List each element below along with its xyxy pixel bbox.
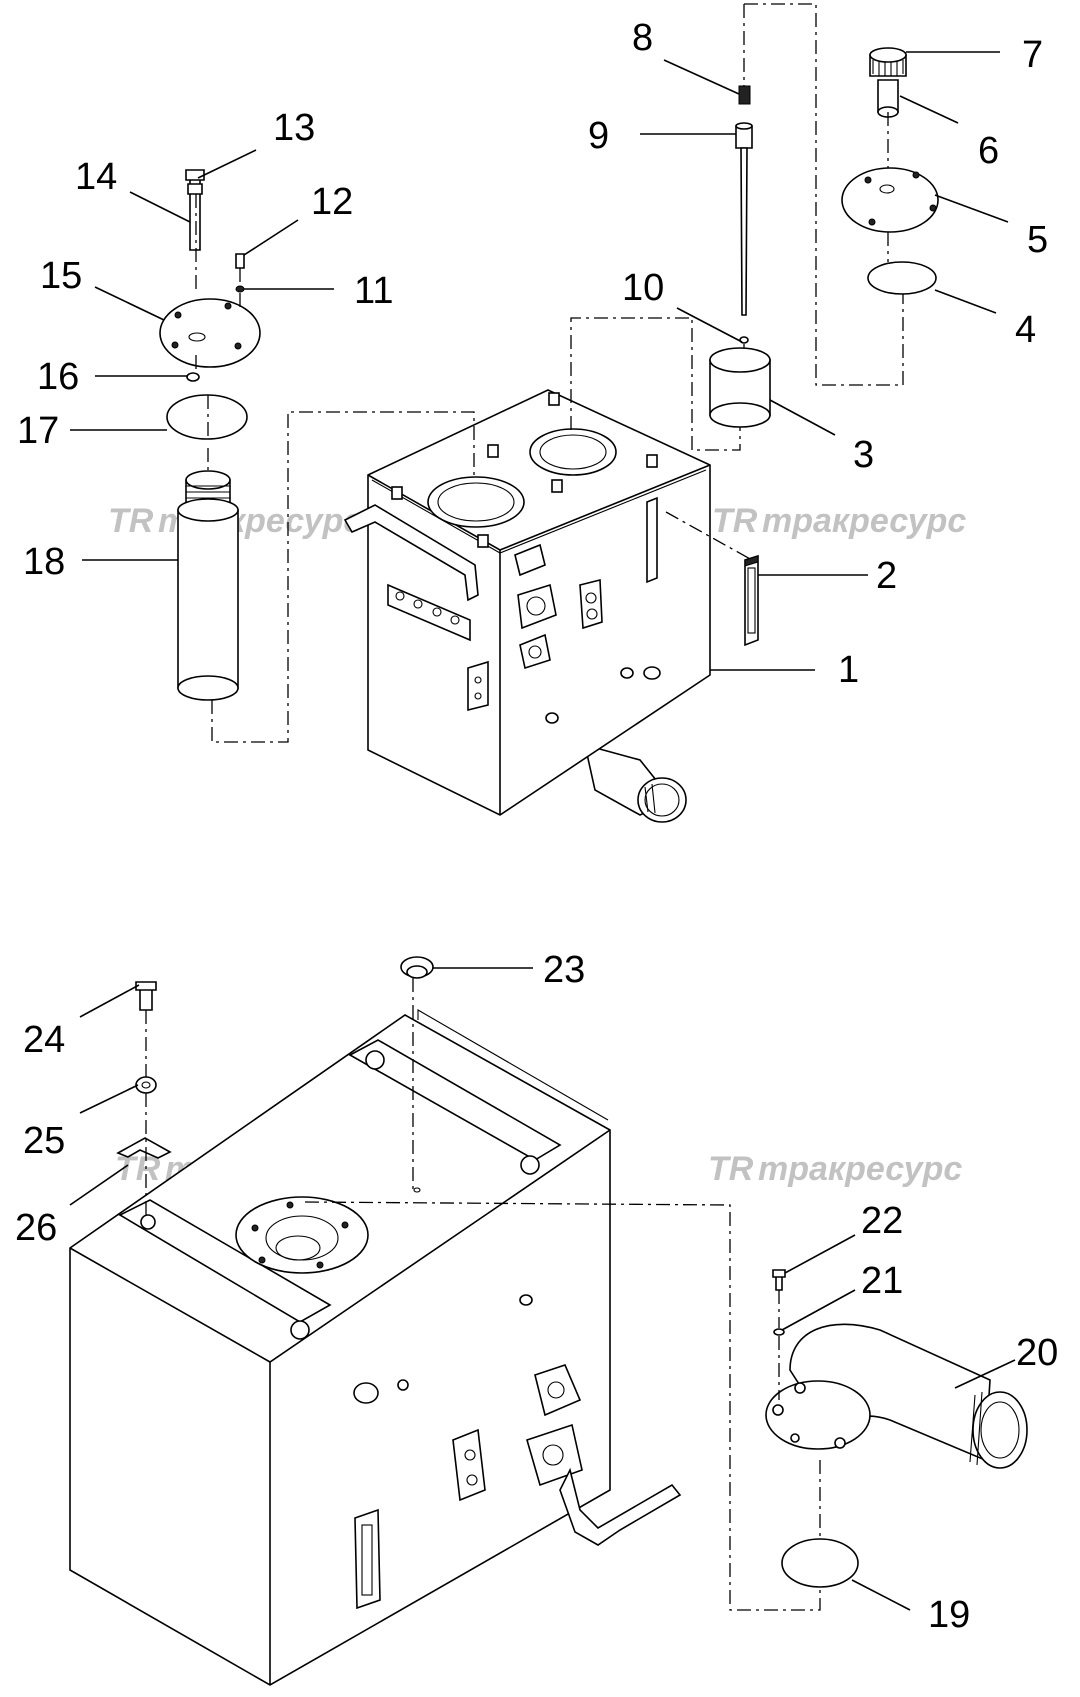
callout-5: 5 xyxy=(1027,219,1048,261)
part-bolt-22 xyxy=(775,1275,783,1291)
watermark-text: тракресурс xyxy=(762,502,966,540)
callout-18: 18 xyxy=(23,541,65,583)
callout-7: 7 xyxy=(1022,34,1043,76)
callout-26: 26 xyxy=(15,1207,57,1249)
part-cap-assembly xyxy=(841,47,939,295)
callout-9: 9 xyxy=(588,115,609,157)
watermark-logo-mark: TR xyxy=(108,502,154,540)
callout-21: 21 xyxy=(861,1260,903,1302)
callout-23: 23 xyxy=(543,949,585,991)
callout-15: 15 xyxy=(40,255,82,297)
part-shim-26 xyxy=(116,1137,172,1159)
callout-14: 14 xyxy=(75,156,117,198)
callout-17: 17 xyxy=(17,410,59,452)
part-cover-15 xyxy=(159,298,261,368)
part-breather-filter xyxy=(709,347,771,428)
callout-24: 24 xyxy=(23,1019,65,1061)
assembly-dash-lines-bottom xyxy=(145,978,821,1611)
callout-4: 4 xyxy=(1015,309,1036,351)
part-return-filter xyxy=(177,470,239,701)
callout-25: 25 xyxy=(23,1120,65,1162)
callout-13: 13 xyxy=(273,107,315,149)
part-cover-assembly xyxy=(159,169,261,440)
callout-3: 3 xyxy=(853,434,874,476)
callout-16: 16 xyxy=(37,356,79,398)
part-oring-19 xyxy=(781,1538,859,1588)
part-washer-16 xyxy=(186,372,200,382)
callout-10: 10 xyxy=(622,267,664,309)
callout-6: 6 xyxy=(978,130,999,172)
part-flange-5 xyxy=(841,167,939,233)
leader-lines xyxy=(69,51,1016,1611)
part-nut-13 xyxy=(187,183,203,195)
part-bolt-24 xyxy=(139,987,153,1011)
part-sight-gauge xyxy=(744,554,759,647)
callout-2: 2 xyxy=(876,555,897,597)
part-washer-25 xyxy=(135,1076,157,1094)
watermark-top-right: TR тракресурс xyxy=(712,502,966,540)
part-elbow-fasteners xyxy=(772,1269,859,1588)
part-oring-4 xyxy=(867,261,937,295)
watermark-logo-mark: TR xyxy=(708,1150,754,1188)
callout-11: 11 xyxy=(354,270,393,312)
callout-numbers: 1 2 3 4 5 6 7 8 9 10 11 12 13 14 15 16 1… xyxy=(15,17,1058,1636)
part-outlet-elbow xyxy=(765,1323,1028,1469)
callout-12: 12 xyxy=(311,181,353,223)
part-tank-fasteners xyxy=(116,956,434,1159)
watermark-logo-mark: TR xyxy=(712,502,758,540)
tank-top-view xyxy=(343,389,711,823)
part-dipstick xyxy=(735,85,753,344)
callout-22: 22 xyxy=(861,1200,903,1242)
callout-1: 1 xyxy=(838,649,859,691)
part-washer-21 xyxy=(773,1328,785,1336)
part-oring-17 xyxy=(166,394,248,440)
callout-19: 19 xyxy=(928,1594,970,1636)
tank-bottom-view xyxy=(69,1009,682,1686)
part-washer-11 xyxy=(235,285,245,293)
callout-20: 20 xyxy=(1016,1332,1058,1374)
callout-8: 8 xyxy=(632,17,653,59)
assembly-dash-lines-top xyxy=(195,3,904,743)
watermark-text: тракресурс xyxy=(758,1150,962,1188)
watermark-bottom-right: TR тракресурс xyxy=(708,1150,962,1188)
part-screw-12 xyxy=(235,253,245,269)
